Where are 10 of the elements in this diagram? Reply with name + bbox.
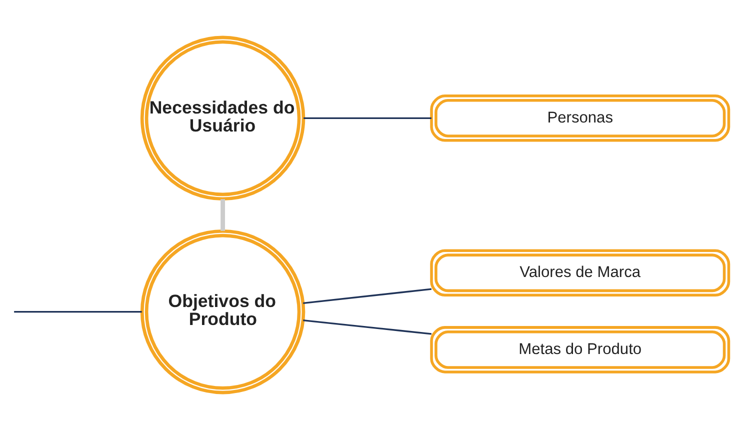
node-box: Metas do Produto bbox=[430, 326, 730, 373]
node-circle: Necessidades do Usuário bbox=[140, 35, 306, 200]
node-box: Personas bbox=[430, 94, 730, 142]
connector bbox=[303, 318, 432, 334]
node-circle: Objetivos do Produto bbox=[140, 228, 306, 394]
connector bbox=[14, 310, 142, 312]
connector bbox=[220, 198, 226, 230]
node-box: Valores de Marca bbox=[430, 248, 730, 296]
connector bbox=[304, 116, 432, 118]
connector bbox=[303, 288, 432, 304]
